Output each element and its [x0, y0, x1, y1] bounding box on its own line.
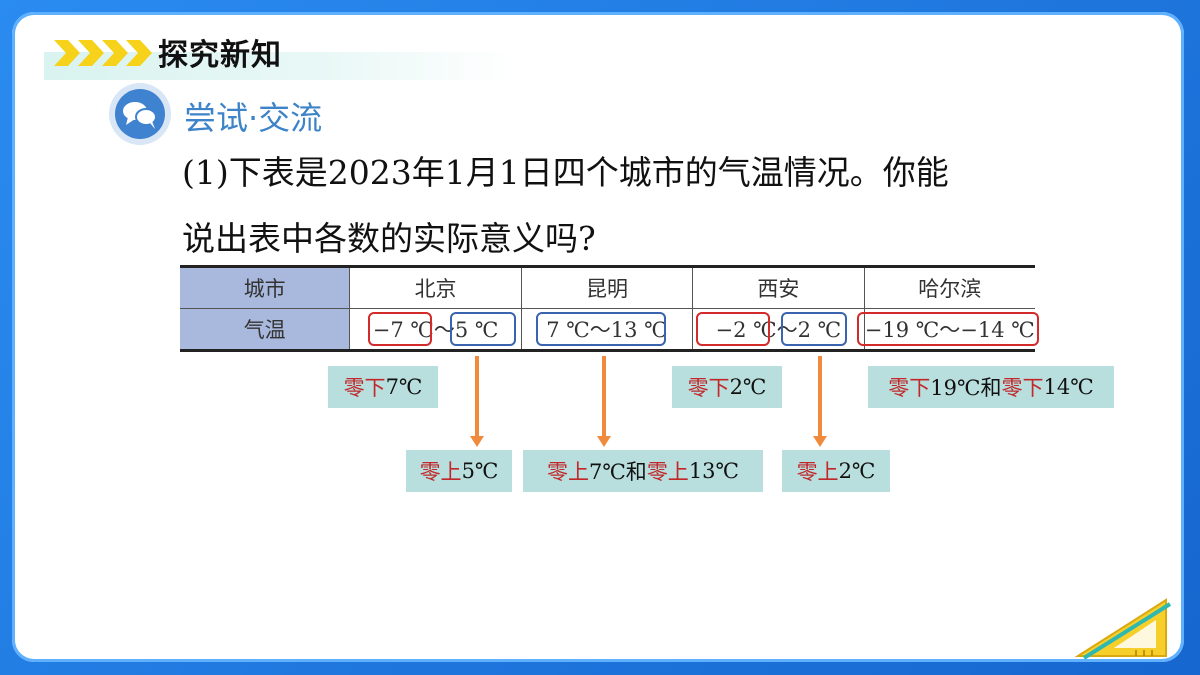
highlight-harbin: [857, 312, 1039, 346]
table-row-temps: 气温 −7 ℃～5 ℃ 7 ℃～13 ℃ −2 ℃～2 ℃ −19 ℃～−14 …: [180, 308, 1035, 352]
sub-heading: 尝试·交流: [184, 99, 323, 137]
highlight-beijing-low: [368, 312, 432, 346]
highlight-kunming: [536, 312, 666, 346]
chat-bubbles-icon: [109, 83, 171, 145]
temp-xian-high: 2 ℃: [797, 318, 842, 342]
row-label-city: 城市: [180, 265, 351, 309]
temp-beijing-low: −7 ℃: [372, 318, 434, 342]
temperature-table: 城市 北京 昆明 西安 哈尔滨 气温 −7 ℃～5 ℃ 7 ℃～13 ℃ −2 …: [180, 265, 1035, 352]
highlight-xian-high: [781, 312, 847, 346]
section-title: 探究新知: [158, 38, 282, 73]
row-label-temp: 气温: [180, 308, 351, 352]
triangle-ruler-icon: [1074, 598, 1172, 660]
highlight-beijing-high: [450, 312, 516, 346]
city-xian: 西安: [692, 265, 865, 309]
city-harbin: 哈尔滨: [864, 265, 1035, 309]
temp-beijing-sep: ～: [433, 318, 455, 342]
temp-beijing: −7 ℃～5 ℃: [349, 308, 522, 352]
temp-xian-low: −2 ℃: [715, 318, 777, 342]
highlight-xian-low: [696, 312, 770, 346]
temp-beijing-high: 5 ℃: [454, 318, 499, 342]
chevrons-icon: [54, 40, 152, 66]
question-line-2: 说出表中各数的实际意义吗?: [182, 219, 596, 258]
city-kunming: 昆明: [521, 265, 694, 309]
question-line-1: (1)下表是2023年1月1日四个城市的气温情况。你能: [182, 153, 949, 192]
city-beijing: 北京: [349, 265, 522, 309]
table-row-cities: 城市 北京 昆明 西安 哈尔滨: [180, 265, 1035, 309]
